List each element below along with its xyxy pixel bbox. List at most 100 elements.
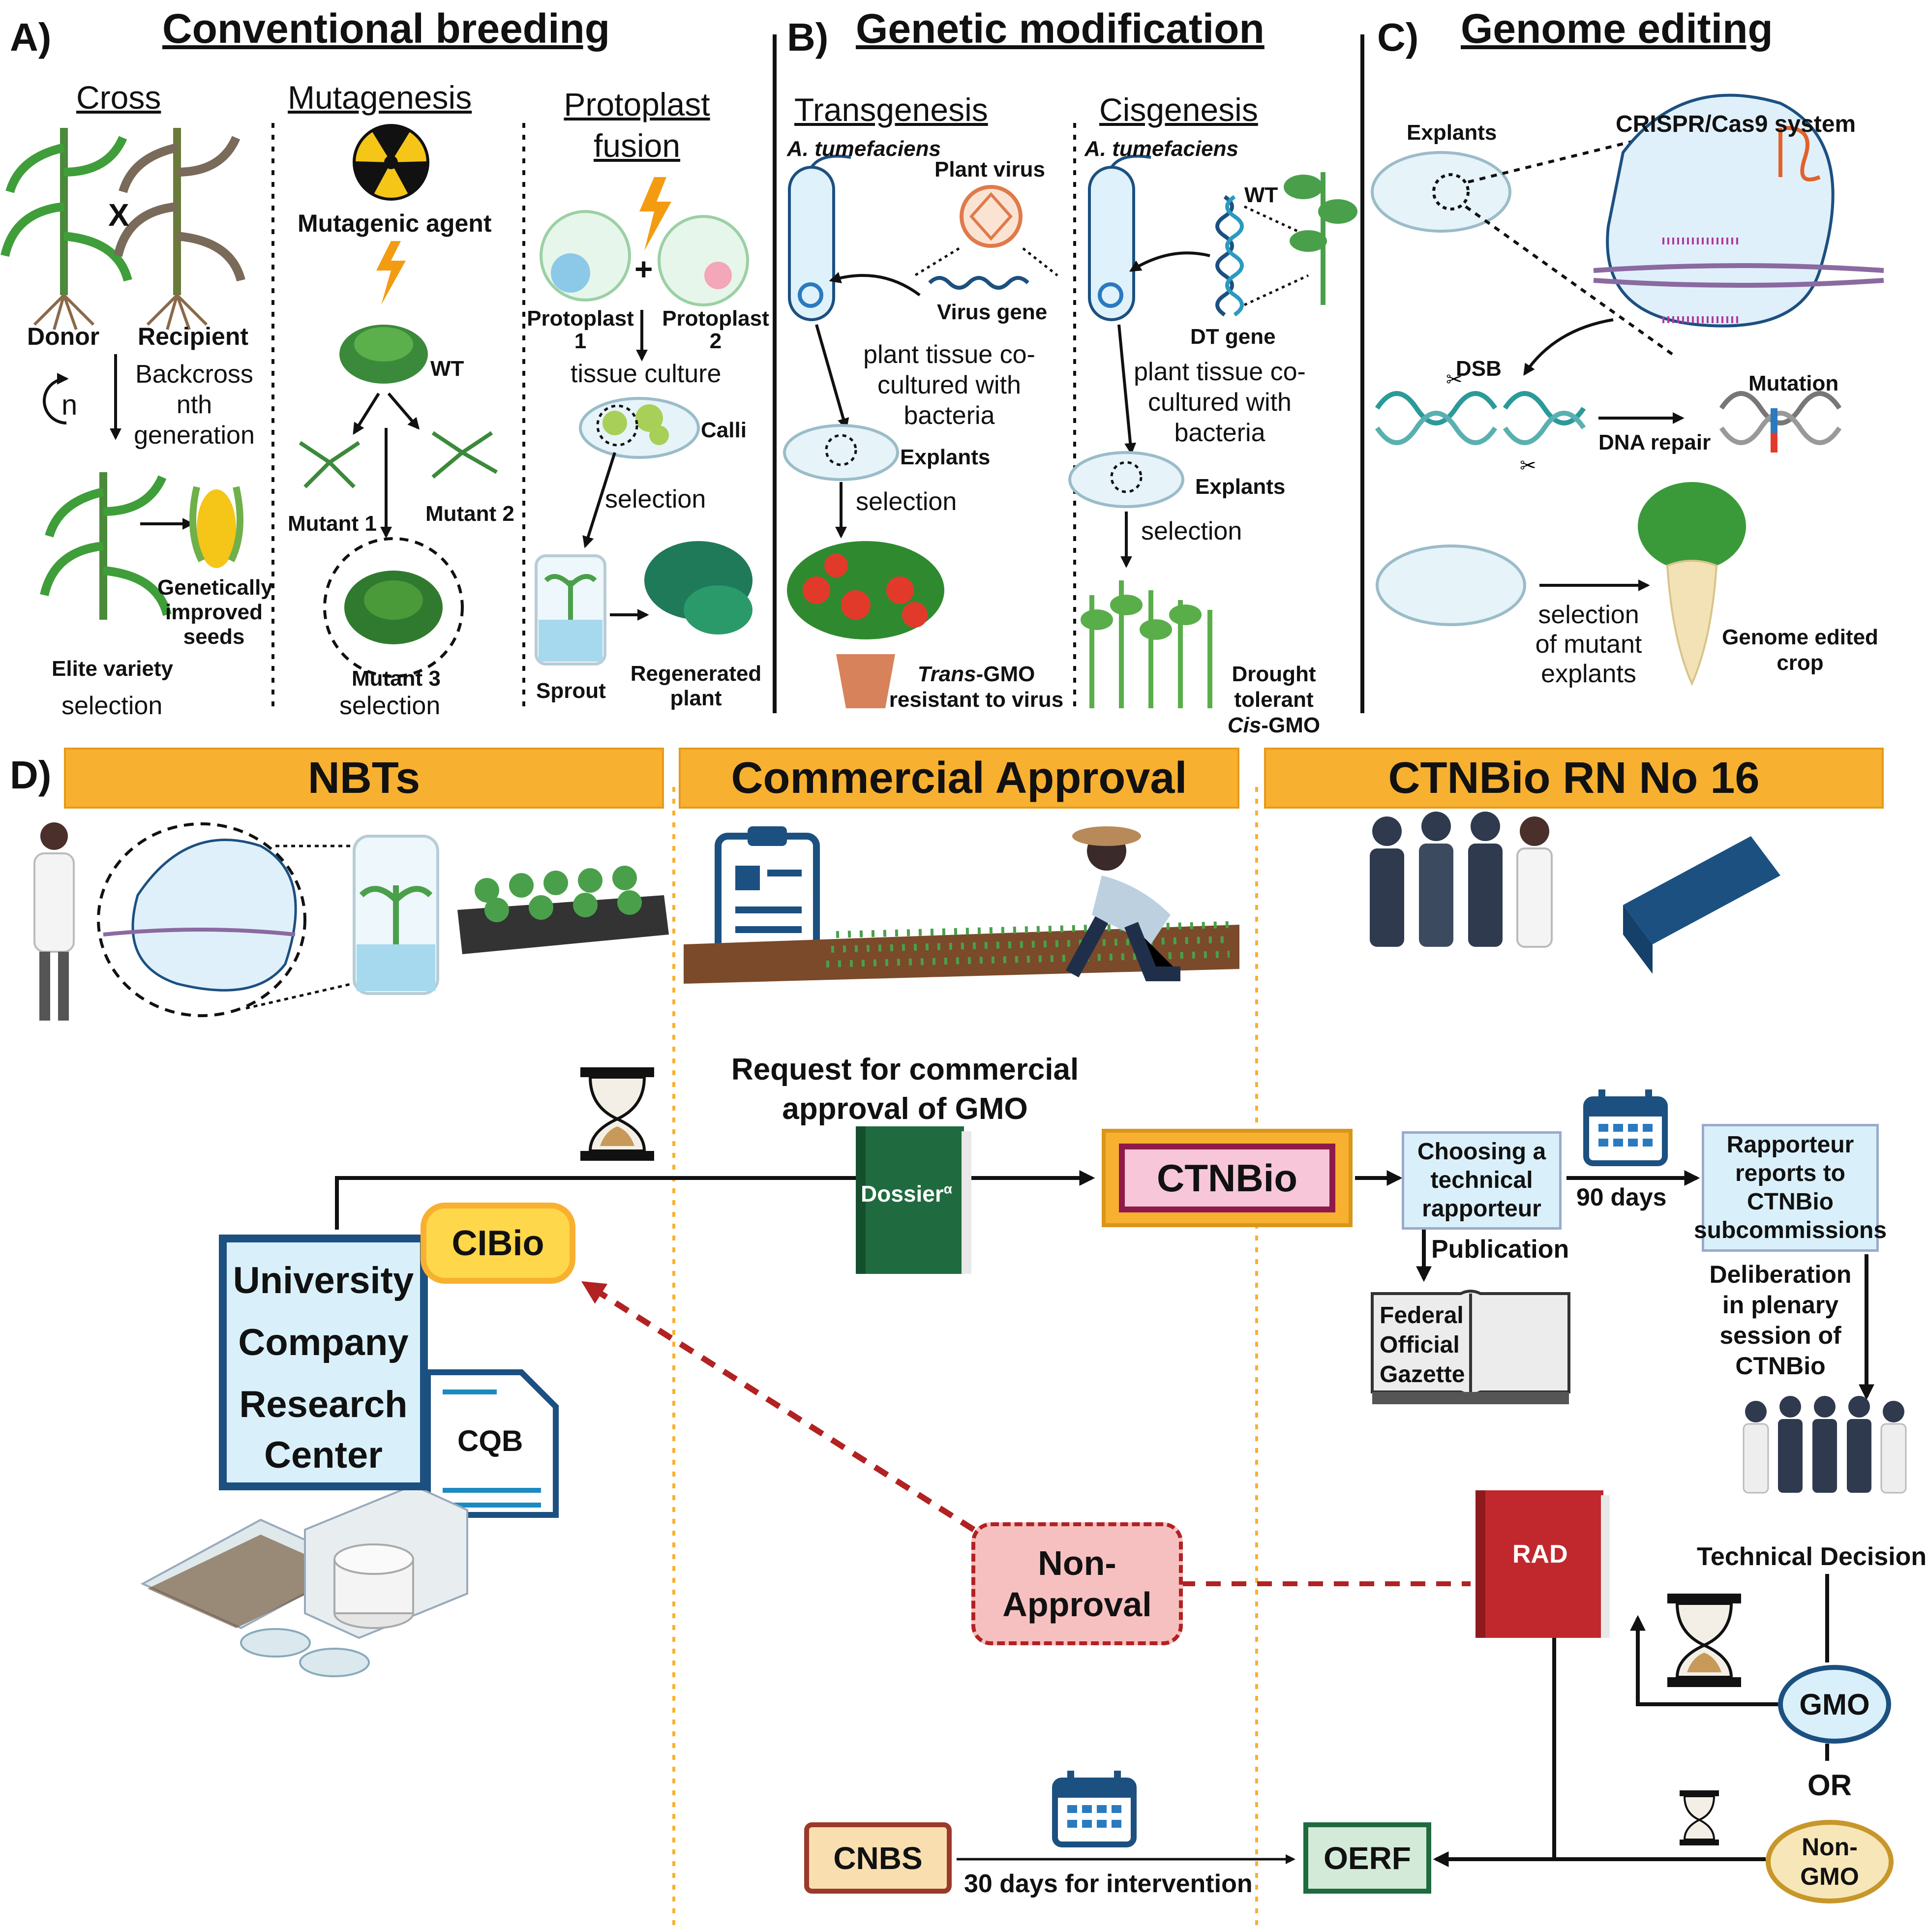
hourglass-icon [1667,1594,1741,1687]
agrobacterium-label: A. tumefaciens [787,137,941,161]
virus-gene-label: Virus gene [937,300,1048,324]
mutagenesis-title: Mutagenesis [288,79,472,116]
gazette-label: Federal Official Gazette [1380,1302,1465,1388]
mutation-label: Mutation [1748,371,1839,395]
recipient-plant-icon [114,128,245,331]
30-days-label: 30 days for intervention [964,1870,1253,1898]
recipient-label: Recipient [138,323,249,350]
agrobacterium-icon [788,166,835,321]
seedling-tray-icon [457,866,669,954]
calendar-icon [1052,1771,1137,1847]
research-facility-icon [140,1484,468,1677]
mutagenesis-selection-label: selection [339,692,441,720]
n-label: n [61,389,78,421]
dossier-book-icon [856,1126,971,1274]
cis-explants-label: Explants [1195,475,1286,499]
nbts-banner: NBTs [64,748,664,809]
panel-b-title: Genetic modification [856,5,1265,52]
cqb-document-icon [425,1369,559,1518]
mutant1-label: Mutant 1 [288,512,377,536]
cis-cocultured-label: plant tissue co- cultured with bacteria [1134,358,1306,447]
genome-edited-crop-icon [1638,482,1746,686]
or-label: OR [1807,1769,1852,1802]
ctnbio-box: CTNBio [1102,1129,1353,1227]
wt-plant-icon [339,325,428,384]
elite-variety-label: Elite variety [52,657,174,681]
gmo-decision: GMO [1778,1665,1891,1744]
plant-virus-icon [960,185,1023,248]
cibio-box: CIBio [421,1203,575,1284]
trans-cocultured-label: plant tissue co- cultured with bacteria [863,340,1035,430]
wt-label: WT [1244,183,1278,207]
radiation-icon [353,124,429,201]
ctnbio-label: CTNBio [1119,1144,1335,1212]
plant-virus-label: Plant virus [934,157,1045,181]
choosing-rapporteur-box: Choosing a technical rapporteur [1402,1131,1562,1230]
panel-c-title: Genome editing [1461,5,1773,52]
committee-people-icon [1370,812,1553,948]
improved-seeds-label: Genetically improved seeds [157,575,273,649]
dna-repair-label: DNA repair [1598,430,1711,454]
mutation-dna-icon [1719,391,1842,453]
panel-a-label: A) [10,15,52,59]
cross-selection-label: selection [61,692,163,720]
lightning-icon [639,177,671,251]
explants-dish-icon [1371,151,1511,233]
mutant1-plant-icon [299,441,361,488]
wt-pea-plant-icon [1284,172,1357,305]
rad-label: RAD [1512,1540,1568,1569]
wt-label: WT [430,357,464,381]
donor-plant-icon [0,128,132,331]
clipboard-icon [715,826,820,967]
dt-gene-label: DT gene [1190,325,1276,349]
hourglass-icon [580,1067,654,1161]
sprout-jar-icon [535,554,606,665]
regenerated-plant-icon [644,541,753,634]
cross-title: Cross [76,79,161,116]
farmer-icon [1065,826,1180,981]
dsb-dna-icon [1375,391,1586,445]
drought-tolerant-plants-icon [1081,580,1212,708]
panel-a-title: Conventional breeding [162,5,610,52]
scissors-icon: ✂ [1520,455,1536,477]
mutant3-label: Mutant 3 [352,666,441,691]
oerf-box: OERF [1303,1822,1431,1894]
decision-committee-icon [1743,1396,1907,1494]
ctnbio-rn16-banner: CTNBio RN No 16 [1264,748,1884,809]
panel-c-label: C) [1377,15,1419,59]
90-days-label: 90 days [1576,1183,1667,1211]
commercial-approval-banner: Commercial Approval [679,748,1239,809]
mutant3-plant-icon [344,571,443,644]
calli-label: Calli [701,418,747,442]
organization-box: University Company Research Center [219,1235,428,1490]
book-icon [1623,836,1780,974]
trans-gmo-label: Trans-GMO resistant to virus [889,662,1064,712]
lightning-icon [376,241,406,305]
cis-selection-label: selection [1141,517,1242,545]
protoplast1-label: Protoplast 1 [527,306,634,353]
agrobacterium-label: A. tumefaciens [1084,137,1238,161]
calendar-icon [1583,1089,1668,1166]
scissors-icon: ✂ [1446,369,1463,391]
cross-x-symbol: X [108,197,129,233]
request-label: Request for commercial approval of GMO [731,1053,1079,1126]
protoplast-fusion-title: Protoplast fusion [564,86,710,164]
panel-b-label: B) [787,15,829,59]
deliberation-label: Deliberation in plenary session of CTNBi… [1709,1261,1852,1380]
dt-gene-dna-icon [1215,195,1234,317]
cis-gmo-label: Drought tolerant Cis-GMO [1227,662,1321,737]
mutant2-plant-icon [431,431,498,479]
non-approval-box: Non- Approval [971,1522,1183,1645]
hourglass-icon [1680,1790,1719,1845]
agrobacterium-icon [1088,166,1135,321]
gazette-book-icon [1371,1290,1570,1404]
sprout-label: Sprout [536,679,606,703]
regenerated-plant-label: Regenerated plant [630,662,762,710]
crispr-label: CRISPR/Cas9 system [1616,111,1856,137]
protoplast1-icon [540,210,631,302]
protoplast-selection-label: selection [605,485,706,513]
technical-decision-label: Technical Decision [1697,1542,1927,1571]
non-gmo-decision: Non- GMO [1766,1820,1894,1903]
virus-gene-dna-icon [928,276,1029,290]
